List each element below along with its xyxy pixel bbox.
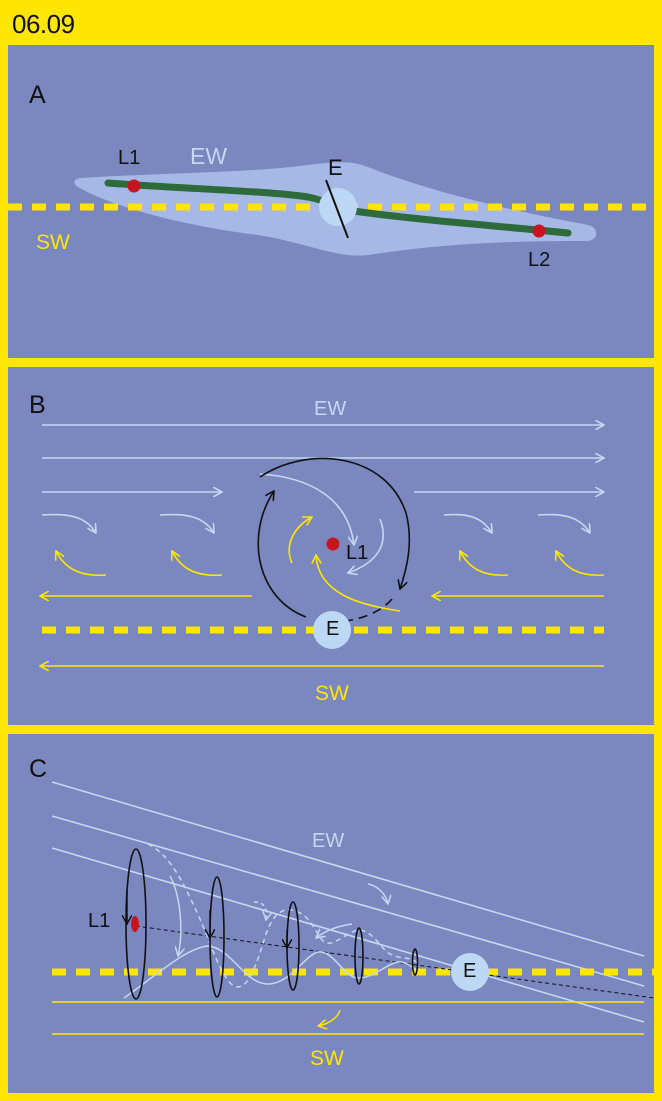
- ew-curl-arrow-1: [41, 513, 96, 533]
- label-sw: SW: [36, 231, 70, 254]
- label-sw: SW: [315, 682, 349, 705]
- panel-b-diagram: [8, 367, 654, 725]
- label-ew: EW: [312, 830, 345, 852]
- low-l1-marker: [326, 537, 340, 551]
- label-e: E: [328, 155, 343, 180]
- label-e: E: [326, 618, 340, 640]
- panel-a-letter: A: [29, 81, 46, 109]
- panel-c-letter: C: [29, 755, 48, 783]
- sw-curl-arrow-3: [460, 551, 509, 576]
- e-circle: [451, 953, 489, 991]
- ew-curl-arrow-2: [159, 513, 214, 533]
- vortex-axis-line: [135, 925, 654, 999]
- helical-return-arrow: [169, 875, 181, 956]
- ew-flow-arrow: [367, 883, 388, 904]
- vortex-arc-left: [257, 491, 307, 618]
- panel-a: A EW SW E L1 L2: [8, 45, 654, 358]
- sw-flow-arrow: [318, 1009, 341, 1026]
- sw-curl-arrow-1: [56, 551, 107, 576]
- low-l1-marker: [131, 916, 139, 932]
- label-ew: EW: [314, 398, 347, 420]
- helical-flow-dashed: [147, 843, 419, 988]
- panel-a-diagram: [8, 162, 654, 256]
- sw-curl-arrow-4: [556, 551, 605, 576]
- vortex-dashed-segment: [345, 598, 393, 622]
- panel-c: C EW SW E L1: [8, 734, 654, 1093]
- sw-curl-arrow-2: [172, 551, 223, 576]
- ew-inner-arrow: [348, 518, 385, 573]
- ew-flow-line-1: [51, 781, 645, 957]
- ew-curl-arrow-4: [537, 513, 590, 533]
- vortex-ring-5: [411, 948, 419, 976]
- e-circle: [319, 188, 357, 226]
- label-ew: EW: [190, 143, 228, 169]
- low-l2-marker: [532, 224, 546, 238]
- label-sw: SW: [310, 1047, 344, 1070]
- label-l1: L1: [118, 147, 141, 169]
- ew-inflow-arrow: [259, 473, 354, 545]
- vortex-arc-right: [259, 457, 411, 589]
- panel-c-diagram: [51, 781, 654, 1035]
- helical-loop-arrow: [253, 901, 267, 920]
- figure-id: 06.09: [12, 9, 75, 39]
- vortex-ring-2: [209, 876, 225, 998]
- panel-b: B EW SW E L1: [8, 367, 654, 725]
- vortex-ring-3: [286, 901, 300, 991]
- label-l2: L2: [528, 249, 551, 271]
- ew-curl-arrow-3: [443, 513, 492, 533]
- sw-inflow-arrow: [316, 555, 401, 612]
- label-l1: L1: [88, 910, 111, 932]
- helical-flow-solid: [123, 945, 419, 999]
- ew-flow-line-2: [51, 815, 645, 987]
- helical-inner-arrow: [316, 923, 353, 938]
- low-l1-marker: [127, 179, 141, 193]
- sw-inner-arrow: [288, 517, 312, 564]
- label-e: E: [463, 960, 477, 982]
- e-circle: [313, 611, 351, 649]
- vortex-ring-4: [354, 927, 364, 985]
- label-l1: L1: [346, 542, 369, 564]
- e-marker-line: [325, 179, 349, 239]
- panel-b-letter: B: [29, 391, 46, 419]
